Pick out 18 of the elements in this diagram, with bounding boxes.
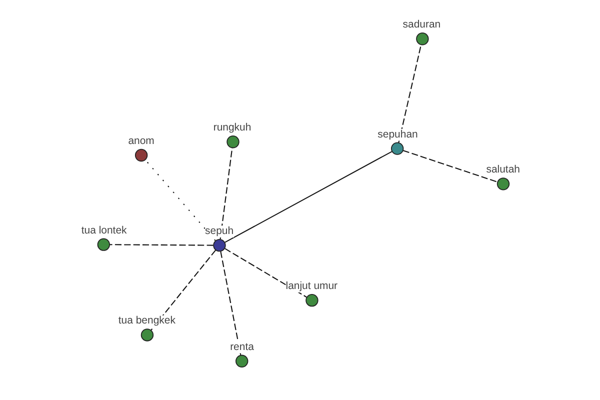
node-circle — [226, 136, 239, 148]
connector — [144, 160, 216, 241]
connector — [220, 251, 241, 355]
node-label: salutah — [486, 164, 520, 176]
connector — [402, 150, 498, 182]
node-label: saduran — [402, 20, 440, 31]
node-circle — [134, 148, 148, 162]
connector — [150, 250, 216, 330]
connector — [224, 151, 392, 243]
connector — [398, 44, 422, 143]
node-circle — [416, 32, 428, 46]
node-circle — [496, 178, 510, 190]
node-label: tua lontek — [80, 225, 126, 236]
node-label: rungkuh — [212, 122, 251, 134]
connector — [109, 244, 213, 246]
connector — [224, 248, 306, 298]
node-label: anom — [128, 136, 154, 147]
node-circle — [96, 238, 110, 251]
